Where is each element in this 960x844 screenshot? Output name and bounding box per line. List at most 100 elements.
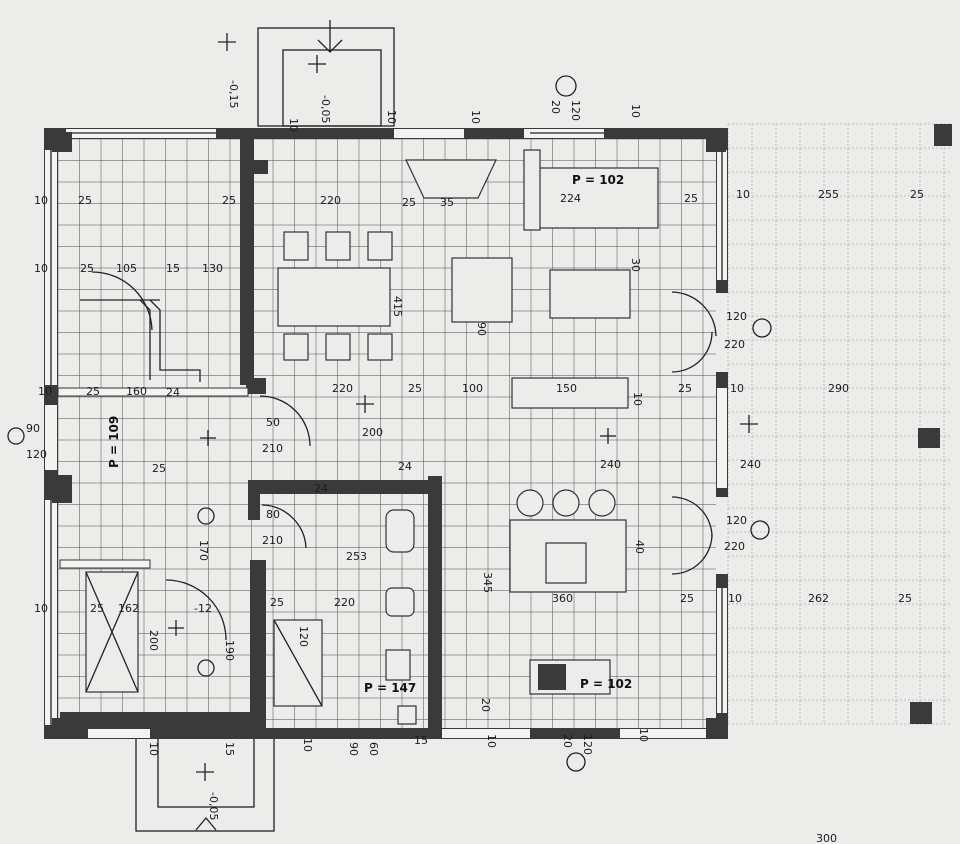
dim-label: 25 <box>270 596 284 609</box>
dim-label: 162 <box>118 602 139 615</box>
dim-label: 24 <box>314 482 328 495</box>
dim-label: 240 <box>740 458 761 471</box>
dim-label: 20 <box>479 698 492 712</box>
interior-walls <box>52 124 952 738</box>
area-label: P = 102 <box>572 173 624 187</box>
grid-axis-markers <box>7 75 772 772</box>
dim-label: 25 <box>898 592 912 605</box>
dim-label: 80 <box>266 508 280 521</box>
dim-label: 15 <box>166 262 180 275</box>
dim-label: 10 <box>637 728 650 742</box>
dim-label: 25 <box>678 382 692 395</box>
dim-label: 220 <box>332 382 353 395</box>
labels: -0,15 -0,05 -0,05 P = 102 P = 109 P = 14… <box>26 80 924 844</box>
terrace-grid <box>727 123 952 725</box>
dim-label: 255 <box>818 188 839 201</box>
furniture <box>85 149 659 725</box>
area-label: P = 109 <box>107 416 121 468</box>
page-number: 300 <box>816 832 837 844</box>
dim-label: 10 <box>147 742 160 756</box>
dim-label: 10 <box>287 118 300 132</box>
dim-label: 360 <box>552 592 573 605</box>
dim-label: 120 <box>726 514 747 527</box>
top-entrance-porch <box>257 20 395 127</box>
dim-label: 25 <box>222 194 236 207</box>
dim-label: 10 <box>736 188 750 201</box>
dim-label: 15 <box>223 742 236 756</box>
dim-label: 25 <box>402 196 416 209</box>
dim-label: 120 <box>581 734 594 755</box>
dim-label: 200 <box>147 630 160 651</box>
elevation-markers <box>168 33 758 781</box>
dim-label: 100 <box>462 382 483 395</box>
exterior-walls <box>44 128 728 739</box>
area-label: P = 102 <box>580 677 632 691</box>
dim-label: 120 <box>297 626 310 647</box>
dim-label: 10 <box>631 392 644 406</box>
dim-label: 10 <box>728 592 742 605</box>
dim-label: 60 <box>367 742 380 756</box>
dim-label: 25 <box>86 385 100 398</box>
dim-label: 25 <box>80 262 94 275</box>
dim-label: 40 <box>633 540 646 554</box>
dim-label: 130 <box>202 262 223 275</box>
dim-label: -12 <box>194 602 212 615</box>
dim-label: 20 <box>561 734 574 748</box>
dim-label: 120 <box>726 310 747 323</box>
dim-label: 30 <box>629 258 642 272</box>
dim-label: 10 <box>34 262 48 275</box>
dim-label: 20 <box>549 100 562 114</box>
dim-label: 105 <box>116 262 137 275</box>
dim-label: 220 <box>334 596 355 609</box>
dim-label: 210 <box>262 534 283 547</box>
dim-label: 120 <box>26 448 47 461</box>
dim-label: 25 <box>680 592 694 605</box>
elevation-label: -0,05 <box>319 95 332 123</box>
elevation-label: -0,05 <box>207 792 220 820</box>
dim-label: 25 <box>684 192 698 205</box>
dim-label: 15 <box>414 734 428 747</box>
dim-label: 90 <box>347 742 360 756</box>
dim-label: 25 <box>910 188 924 201</box>
dim-label: 190 <box>223 640 236 661</box>
dim-label: 24 <box>166 386 180 399</box>
area-label: P = 147 <box>364 681 416 695</box>
dim-label: 262 <box>808 592 829 605</box>
elevation-label: -0,15 <box>227 80 240 108</box>
dim-label: 25 <box>90 602 104 615</box>
dim-label: 253 <box>346 550 367 563</box>
dim-label: 10 <box>34 194 48 207</box>
dim-label: 25 <box>78 194 92 207</box>
dim-label: 90 <box>26 422 40 435</box>
dim-label: 10 <box>385 110 398 124</box>
staircase <box>80 299 201 382</box>
dim-label: 10 <box>38 385 52 398</box>
dim-label: 10 <box>34 602 48 615</box>
doors <box>91 271 717 641</box>
dim-label: 170 <box>197 540 210 561</box>
dim-label: 10 <box>301 738 314 752</box>
dim-label: 220 <box>724 338 745 351</box>
dim-label: 25 <box>152 462 166 475</box>
dim-label: 24 <box>398 460 412 473</box>
dim-label: 120 <box>569 100 582 121</box>
dim-label: 345 <box>481 572 494 593</box>
dim-label: 35 <box>440 196 454 209</box>
dim-label: 90 <box>475 322 488 336</box>
dim-label: 240 <box>600 458 621 471</box>
dim-label: 10 <box>629 104 642 118</box>
dim-label: 10 <box>469 110 482 124</box>
dim-label: 220 <box>724 540 745 553</box>
dim-label: 224 <box>560 192 581 205</box>
dim-label: 10 <box>485 734 498 748</box>
dim-label: 10 <box>730 382 744 395</box>
dim-label: 25 <box>408 382 422 395</box>
dim-label: 220 <box>320 194 341 207</box>
dim-label: 200 <box>362 426 383 439</box>
dim-label: 160 <box>126 385 147 398</box>
dim-label: 150 <box>556 382 577 395</box>
dim-label: 210 <box>262 442 283 455</box>
